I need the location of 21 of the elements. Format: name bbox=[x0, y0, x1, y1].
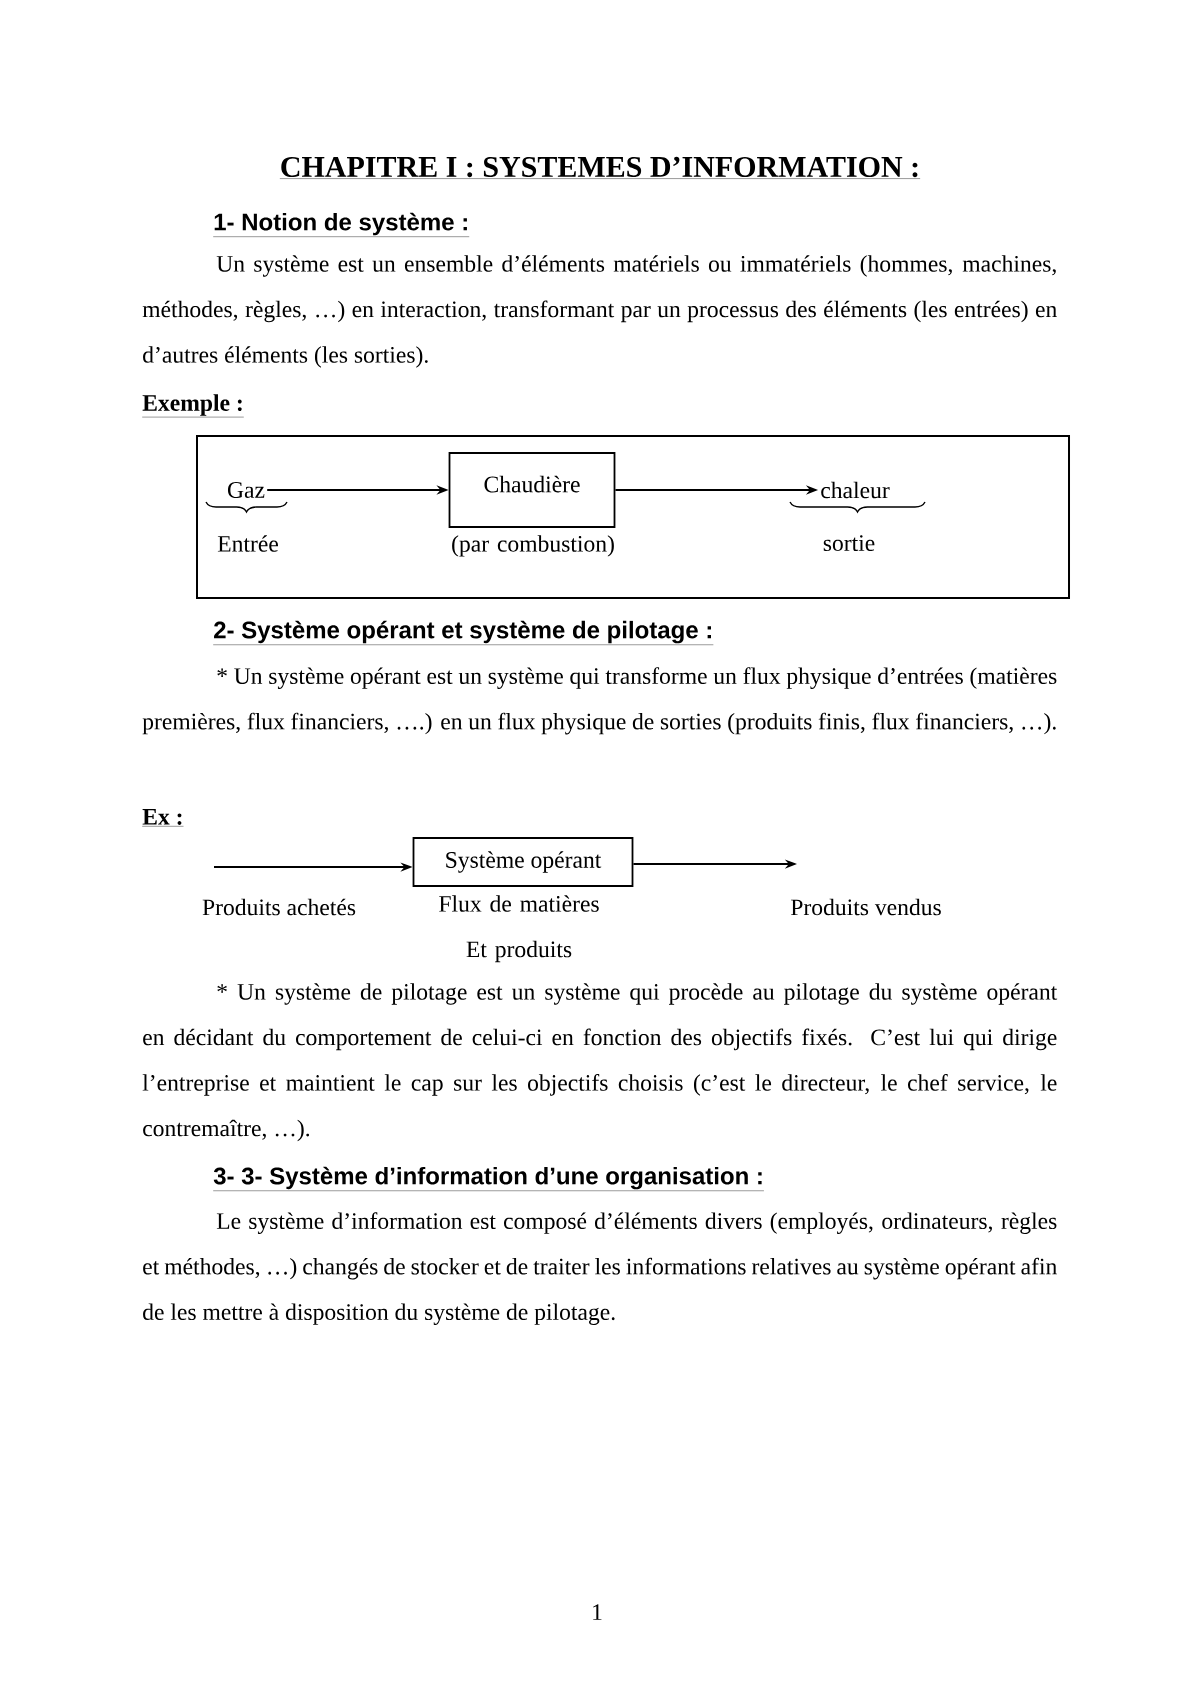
chapter-title: CHAPITRE I : SYSTEMES D’INFORMATION : bbox=[279, 156, 921, 179]
section-heading: 1- Notion de système : bbox=[213, 212, 470, 237]
caption-text: sortie bbox=[823, 535, 875, 552]
paragraph: * Un système opérant est un système qui transforme un flux physique d’entrées (matières premières, flux financiers, ….) en un flux physique de sorties (produits finis, flux financiers, …). bbox=[142, 667, 1057, 735]
process-box: Système opérant bbox=[412, 837, 634, 887]
caption-text: Entrée bbox=[217, 535, 278, 552]
caption-text: (par combustion) bbox=[452, 535, 614, 557]
caption-text: Flux de matières Et produits bbox=[439, 895, 599, 963]
example-heading: Exemple : bbox=[142, 394, 244, 418]
section-heading: 3- 3- Système d’information d’une organisation : bbox=[213, 1166, 765, 1191]
paragraph: * Un système de pilotage est un système qui procède au pilotage du système opérant en décidant du comportement de celui-ci en fonction des objectifs fixés. C’est lui qui dirige l’entreprise et maintient le cap sur les objectifs choisis (c’est le directeur, le chef service, le contremaître, …). bbox=[142, 983, 1058, 1142]
paragraph: Un système est un ensemble d’éléments matériels ou immatériels (hommes, machines, méthodes, règles, …) en interaction, transformant par un processus des éléments (les entrées) en d’autres éléments (les sorties). bbox=[142, 255, 1057, 368]
node-text: Gaz bbox=[228, 482, 265, 498]
node-text: chaleur bbox=[821, 481, 890, 499]
edge-label: Produits achetés bbox=[202, 898, 356, 916]
example-heading: Ex : bbox=[142, 809, 184, 827]
edge-label: Produits vendus bbox=[790, 898, 941, 916]
process-box: Chaudière bbox=[448, 452, 616, 528]
section-heading: 2- Système opérant et système de pilotage : bbox=[213, 620, 714, 645]
page-number: 1 bbox=[593, 1604, 602, 1620]
paragraph: Le système d’information est composé d’éléments divers (employés, ordinateurs, règles et méthodes, …) changés de stocker et de traiter les informations relatives au système opérant afin de les mettre à disposition du système de pilotage. bbox=[143, 1212, 1057, 1325]
